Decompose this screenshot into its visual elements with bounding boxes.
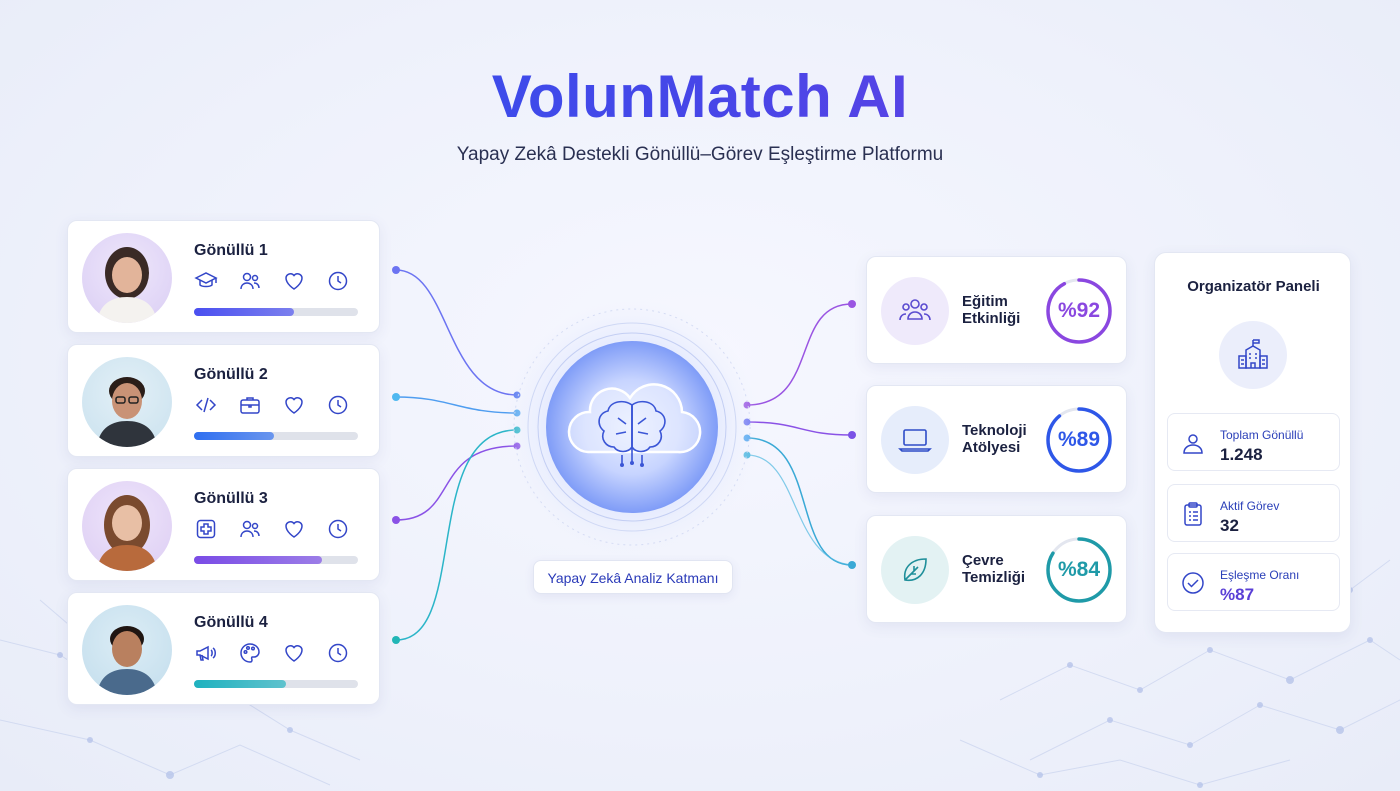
progress-fill [194,680,286,688]
task-icon-wrap [881,277,949,345]
stat-label: Eşleşme Oranı [1220,568,1300,582]
organizer-panel: Organizatör Paneli Toplam Gönüllü 1.248 … [1154,252,1351,633]
match-score-gauge: %89 [1044,405,1114,475]
task-icon-wrap [881,406,949,474]
stat-label: Aktif Görev [1220,499,1280,513]
progress-bar [194,432,358,440]
briefcase-icon [240,397,260,414]
laptop-icon [898,429,932,452]
match-score: %92 [1057,299,1101,322]
volunteer-card-1[interactable]: Gönüllü 1 [67,220,380,333]
volunteer-name: Gönüllü 3 [194,490,268,507]
heart-icon [285,521,303,538]
stat-label: Toplam Gönüllü [1220,428,1304,442]
graduation-cap-icon [194,272,218,288]
volunteer-card-4[interactable]: Gönüllü 4 [67,592,380,705]
stat-active-tasks[interactable]: Aktif Görev 32 [1167,484,1340,542]
progress-fill [194,308,295,316]
leaf-icon [903,558,927,582]
heart-icon [285,397,303,414]
stat-value: %87 [1220,585,1255,604]
match-score-gauge: %92 [1044,276,1114,346]
clock-icon [328,519,348,539]
heart-icon [285,273,303,290]
stat-total-volunteers[interactable]: Toplam Gönüllü 1.248 [1167,413,1340,471]
group-icon [899,299,931,321]
stat-value: 32 [1220,516,1239,535]
progress-bar [194,680,358,688]
volunteer-name: Gönüllü 1 [194,242,268,259]
users-icon [240,520,260,538]
match-score-gauge: %84 [1044,535,1114,605]
heart-icon [285,645,303,662]
check-circle-icon [1182,572,1204,594]
avatar [82,357,172,447]
progress-bar [194,556,358,564]
volunteer-card-2[interactable]: Gönüllü 2 [67,344,380,457]
task-icon-wrap [881,536,949,604]
app-subtitle: Yapay Zekâ Destekli Gönüllü–Görev Eşleşt… [456,144,944,165]
match-score: %84 [1057,558,1101,581]
progress-fill [194,432,275,440]
clock-icon [328,271,348,291]
megaphone-icon [196,645,216,661]
volunteer-name: Gönüllü 4 [194,614,268,631]
stat-match-rate[interactable]: Eşleşme Oranı %87 [1167,553,1340,611]
clock-icon [328,643,348,663]
volunteer-card-3[interactable]: Gönüllü 3 [67,468,380,581]
code-icon [195,397,217,413]
building-icon [1238,339,1268,369]
avatar [82,605,172,695]
organization-building-icon-wrap [1219,321,1287,389]
organizer-panel-title: Organizatör Paneli [1187,278,1320,295]
avatar [82,481,172,571]
progress-bar [194,308,358,316]
match-score: %89 [1057,428,1101,451]
medical-cross-icon [196,519,216,539]
clipboard-icon [1184,502,1202,526]
clock-icon [328,395,348,415]
person-icon [1183,434,1203,454]
avatar [82,233,172,323]
volunteer-name: Gönüllü 2 [194,366,268,383]
palette-icon [240,643,260,663]
app-title: VolunMatch AI [0,62,1400,131]
progress-fill [194,556,322,564]
ai-layer-label: Yapay Zekâ Analiz Katmanı [533,560,733,594]
users-icon [240,272,260,290]
stat-value: 1.248 [1220,445,1263,464]
